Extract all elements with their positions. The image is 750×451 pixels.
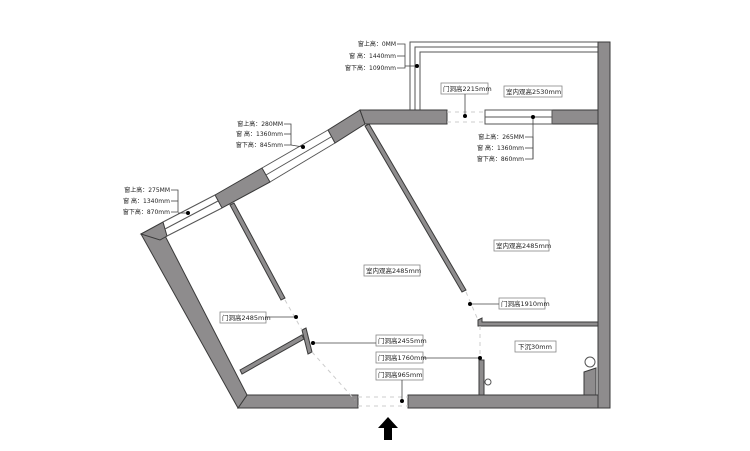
bottom-wall-right bbox=[407, 394, 599, 409]
window-top-text: 窗上高：0MM bbox=[358, 40, 396, 48]
svg-text:门洞高2485mm: 门洞高2485mm bbox=[222, 313, 271, 322]
windows bbox=[162, 109, 553, 237]
label-sink: 下沉30mm bbox=[514, 340, 557, 353]
window-bottom-text: 窗下高：845mm bbox=[236, 141, 283, 149]
window-annotation-top-left: 窗上高：280MM 窗 高：1360mm 窗下高：845mm bbox=[236, 120, 305, 149]
label-room-height-right: 室内观高2485mm bbox=[493, 239, 551, 252]
window-bottom-text: 窗下高：870mm bbox=[123, 208, 170, 216]
svg-text:门洞高1760mm: 门洞高1760mm bbox=[378, 353, 427, 362]
window-annotation-balcony: 窗上高：0MM 窗 高：1440mm 窗下高：1090mm bbox=[345, 40, 419, 72]
label-door-center-3: 门洞高965mm bbox=[375, 368, 424, 403]
entrance-arrow-icon bbox=[378, 417, 398, 440]
top-wall-a bbox=[359, 109, 448, 125]
right-wall bbox=[597, 41, 611, 409]
svg-text:室内观高2485mm: 室内观高2485mm bbox=[366, 266, 421, 275]
bottom-wall-left bbox=[237, 394, 359, 409]
top-left-wall-c bbox=[327, 109, 366, 144]
window-height-text: 窗 高：1340mm bbox=[123, 197, 170, 205]
svg-text:下沉30mm: 下沉30mm bbox=[518, 343, 552, 351]
label-door-right: 门洞高1910mm bbox=[468, 297, 550, 310]
window-top-text: 窗上高：265MM bbox=[478, 133, 524, 141]
label-door-top: 门洞高2215mm bbox=[440, 82, 492, 118]
window-height-text: 窗 高：1440mm bbox=[349, 52, 396, 60]
label-room-height-center: 室内观高2485mm bbox=[363, 264, 421, 277]
window-bottom-text: 窗下高：860mm bbox=[477, 155, 524, 163]
window-top-text: 窗上高：275MM bbox=[124, 186, 170, 194]
exterior-walls bbox=[139, 41, 611, 409]
svg-text:室内观高2530mm: 室内观高2530mm bbox=[506, 87, 561, 96]
svg-text:门洞高2455mm: 门洞高2455mm bbox=[378, 336, 427, 345]
balcony-outline bbox=[409, 41, 610, 110]
window-annotation-top-right: 窗上高：265MM 窗 高：1360mm 窗下高：860mm bbox=[477, 115, 535, 163]
top-wall-b bbox=[551, 109, 599, 125]
label-room-height-top: 室内观高2530mm bbox=[503, 85, 563, 98]
top-left-wall-b bbox=[214, 167, 271, 209]
window-height-text: 窗 高：1360mm bbox=[477, 144, 524, 152]
window-annotation-left: 窗上高：275MM 窗 高：1340mm 窗下高：870mm bbox=[123, 186, 190, 216]
svg-text:门洞高2215mm: 门洞高2215mm bbox=[443, 84, 492, 93]
label-door-left: 门洞高2485mm bbox=[219, 311, 298, 324]
svg-text:门洞高965mm: 门洞高965mm bbox=[378, 370, 423, 379]
svg-text:室内观高2485mm: 室内观高2485mm bbox=[496, 241, 551, 250]
window-height-text: 窗 高：1360mm bbox=[236, 130, 283, 138]
door-openings bbox=[284, 111, 485, 407]
label-door-center-2: 门洞高1760mm bbox=[375, 351, 482, 364]
window-top-text: 窗上高：280MM bbox=[237, 120, 283, 128]
interior-walls bbox=[229, 123, 599, 396]
label-door-center-1: 门洞高2455mm bbox=[311, 334, 427, 347]
svg-text:门洞高1910mm: 门洞高1910mm bbox=[501, 299, 550, 308]
window-bottom-text: 窗下高：1090mm bbox=[345, 64, 396, 72]
